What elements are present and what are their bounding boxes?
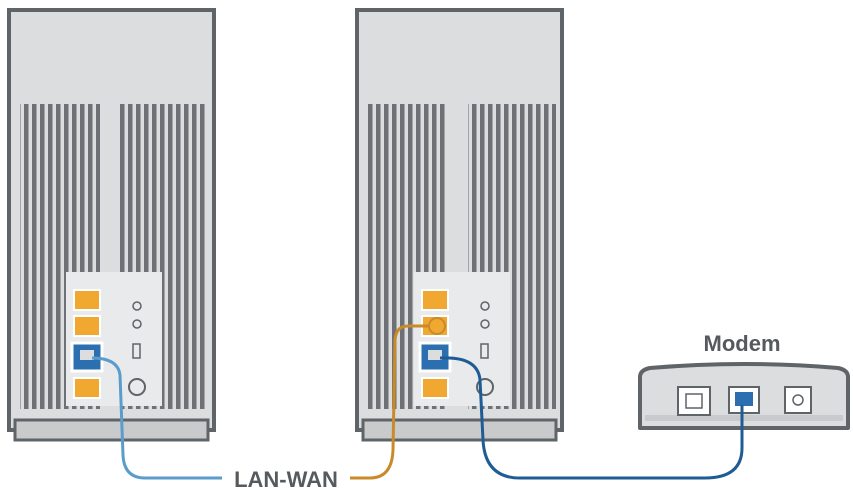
modem-power-port: [784, 386, 812, 414]
router-right: [355, 8, 564, 442]
status-led-1: [132, 301, 142, 311]
status-led-2: [132, 319, 142, 329]
cable-right-lan: [350, 324, 430, 480]
power-jack: [128, 378, 146, 396]
power-switch: [480, 343, 489, 359]
modem: [638, 362, 850, 430]
lan-port-3: [421, 377, 449, 399]
connection-label: LAN-WAN: [234, 467, 338, 492]
lan-port-3: [73, 377, 101, 399]
router-left: [7, 8, 216, 442]
lan-cable-plug: [428, 317, 446, 335]
lan-port-1: [73, 289, 101, 311]
cable-left-wan: [91, 356, 222, 480]
power-switch: [132, 343, 141, 359]
status-led-2: [480, 319, 490, 329]
status-led-1: [480, 301, 490, 311]
lan-port-1: [421, 289, 449, 311]
power-jack: [476, 378, 494, 396]
phone-port: [677, 386, 711, 416]
lan-port-2: [73, 315, 101, 337]
modem-label: Modem: [704, 331, 781, 356]
cable-modem: [439, 356, 744, 480]
modem-ethernet-port: [728, 386, 760, 414]
